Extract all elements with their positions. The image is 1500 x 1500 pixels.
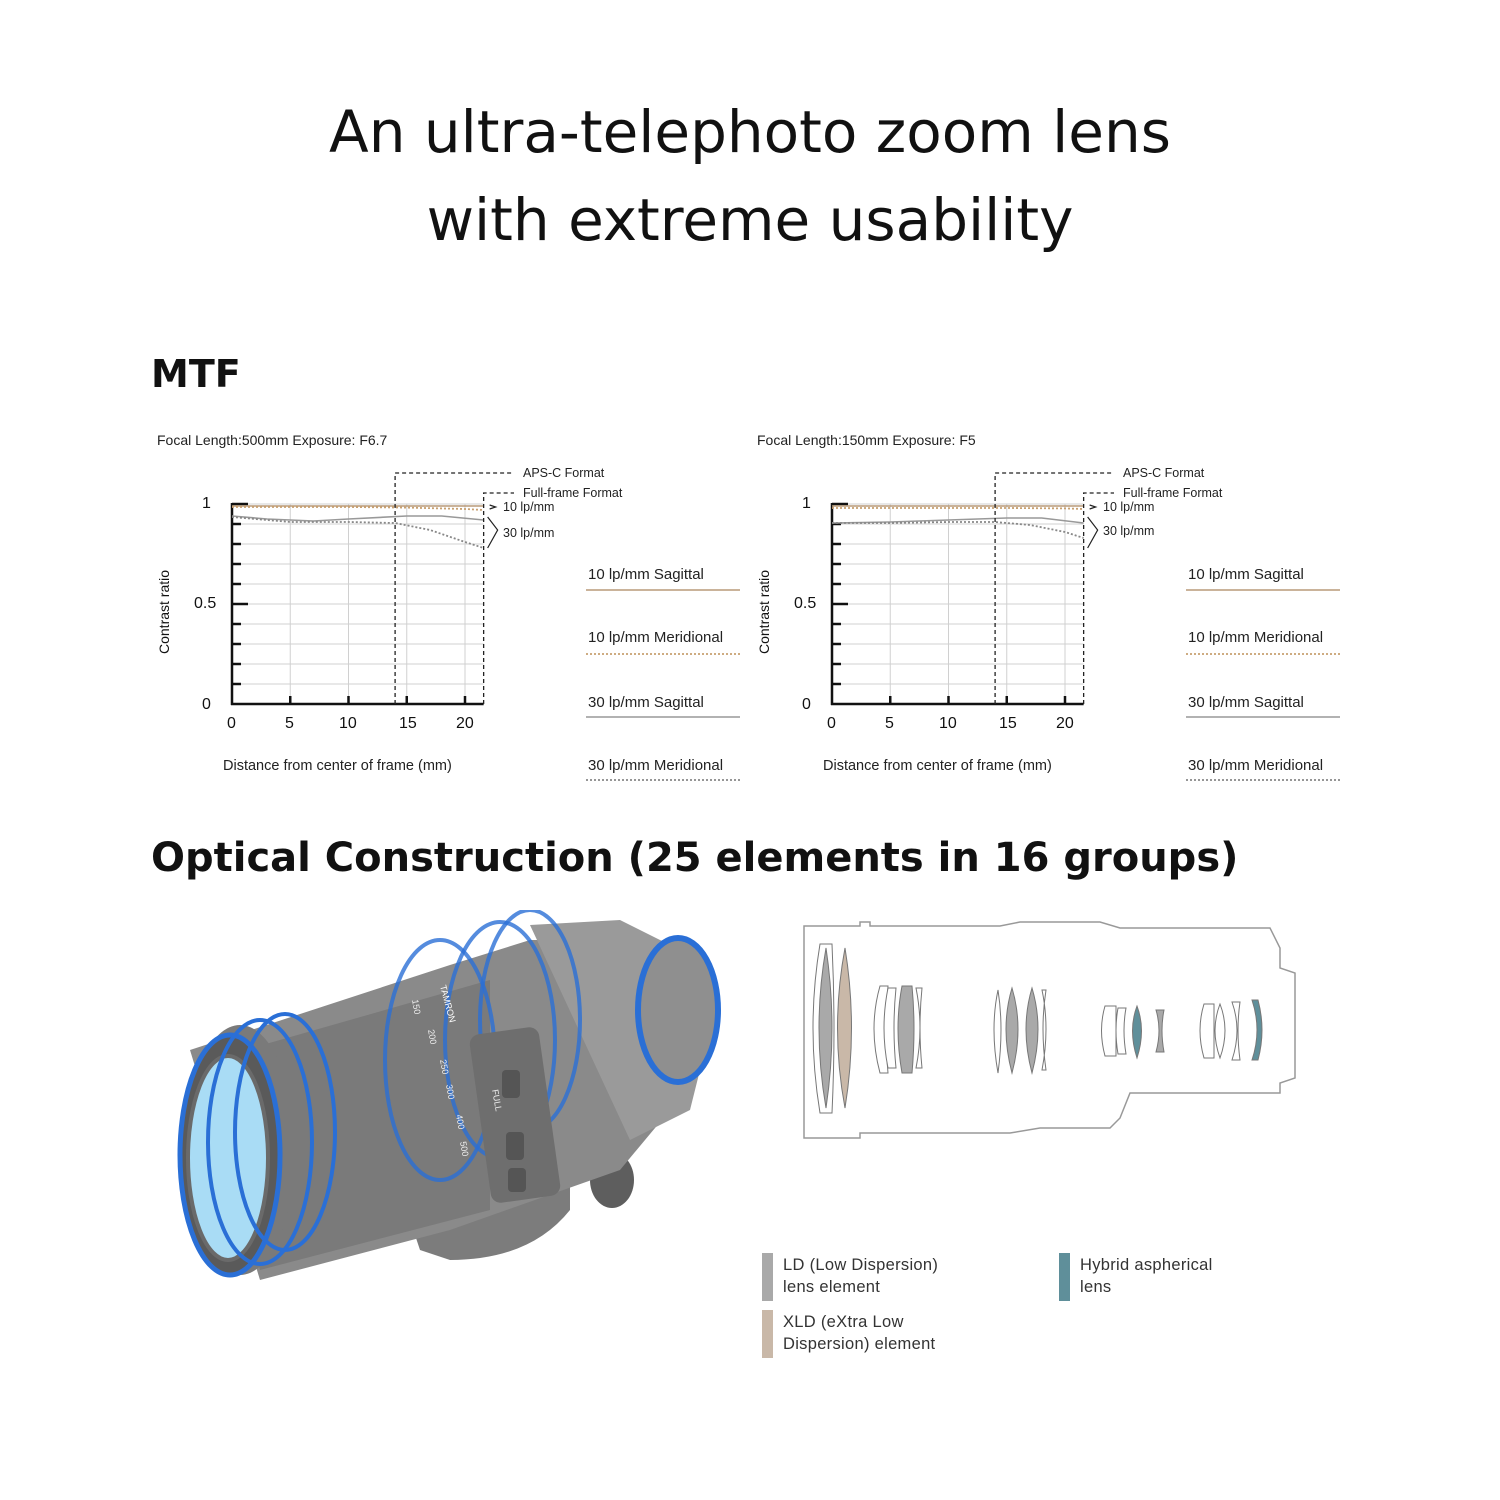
title-line-1: An ultra-telephoto zoom lens [329, 98, 1171, 166]
series-line-2 [231, 515, 484, 522]
lens-barrel [177, 910, 721, 1280]
x-tick-label: 15 [999, 715, 1017, 732]
ld-swatch [762, 1253, 773, 1301]
lp10-annotation: 10 lp/mm [1103, 500, 1155, 514]
series-line-1 [832, 507, 1084, 510]
x-axis-label: Distance from center of frame (mm) [823, 758, 1052, 774]
fullframe-annotation: Full-frame Format [1123, 486, 1223, 500]
page-title: An ultra-telephoto zoom lens with extrem… [0, 88, 1500, 264]
title-line-2: with extreme usability [426, 186, 1074, 254]
y-tick-label: 0 [202, 696, 211, 713]
y-tick-label: 0.5 [194, 595, 217, 612]
legend-label: 30 lp/mm Meridional [588, 757, 724, 774]
xld-legend-label: XLD (eXtra Low Dispersion) element [783, 1313, 936, 1353]
bracket-10lp [489, 504, 498, 510]
bracket-30lp [487, 516, 499, 549]
x-tick-label: 0 [227, 715, 236, 732]
legend-label: 30 lp/mm Sagittal [1188, 694, 1304, 711]
chart-caption: Focal Length:150mm Exposure: F5 [757, 432, 976, 448]
legend-label: 30 lp/mm Meridional [1188, 757, 1324, 774]
series-line-3 [231, 516, 484, 549]
x-tick-label: 15 [399, 715, 417, 732]
x-axis-label: Distance from center of frame (mm) [223, 758, 452, 774]
hybrid-aspherical-legend-label: Hybrid aspherical lens [1080, 1256, 1213, 1296]
legend-label: 30 lp/mm Sagittal [588, 694, 704, 711]
x-tick-label: 10 [339, 715, 357, 732]
x-tick-label: 10 [939, 715, 957, 732]
chart-caption: Focal Length:500mm Exposure: F6.7 [157, 432, 388, 448]
x-tick-label: 5 [885, 715, 894, 732]
x-tick-label: 5 [285, 715, 294, 732]
ld-legend-label: LD (Low Dispersion) lens element [783, 1256, 939, 1296]
hybrid-aspherical-swatch [1059, 1253, 1070, 1301]
legend-label: 10 lp/mm Meridional [588, 629, 724, 646]
apsc-annotation: APS-C Format [523, 466, 605, 480]
lp30-annotation: 30 lp/mm [503, 526, 555, 540]
y-tick-label: 0.5 [794, 595, 817, 612]
lp30-annotation: 30 lp/mm [1103, 524, 1155, 538]
series-line-3 [832, 521, 1084, 539]
optical-construction-diagram [803, 921, 1296, 1139]
series-line-1 [232, 506, 484, 511]
apsc-marker [994, 472, 1114, 704]
legend-label: 10 lp/mm Meridional [1188, 629, 1324, 646]
switch-label: FULL [490, 1089, 504, 1112]
focal-mark: 150 [410, 999, 422, 1016]
legend-label: 10 lp/mm Sagittal [588, 566, 704, 583]
legend-label: 10 lp/mm Sagittal [1188, 566, 1304, 583]
apsc-marker [394, 472, 514, 704]
bracket-30lp [1087, 516, 1099, 549]
focal-mark: 500 [458, 1141, 470, 1158]
fullframe-marker [482, 492, 514, 704]
focal-mark: 250 [438, 1059, 450, 1076]
mtf-charts-layer [230, 472, 1340, 781]
focal-mark: 400 [454, 1114, 466, 1131]
apsc-annotation: APS-C Format [1123, 466, 1205, 480]
lp10-annotation: 10 lp/mm [503, 500, 555, 514]
lens-elements [812, 943, 1263, 1114]
x-tick-label: 20 [456, 715, 474, 732]
y-tick-label: 0 [802, 696, 811, 713]
x-tick-label: 20 [1056, 715, 1074, 732]
mtf-heading: MTF [151, 352, 241, 396]
focal-mark: 200 [426, 1029, 438, 1046]
x-tick-label: 0 [827, 715, 836, 732]
bracket-10lp [1089, 504, 1098, 510]
fullframe-annotation: Full-frame Format [523, 486, 623, 500]
focal-mark: 300 [444, 1084, 456, 1101]
barrel-outline [803, 921, 1296, 1139]
xld-swatch [762, 1310, 773, 1358]
lens-illustration: TAMRON 150 200 250 300 400 500 FULL [177, 910, 721, 1280]
optical-construction-heading: Optical Construction (25 elements in 16 … [151, 835, 1239, 881]
y-tick-label: 1 [202, 495, 211, 512]
fullframe-marker [1082, 492, 1114, 704]
y-tick-label: 1 [802, 495, 811, 512]
